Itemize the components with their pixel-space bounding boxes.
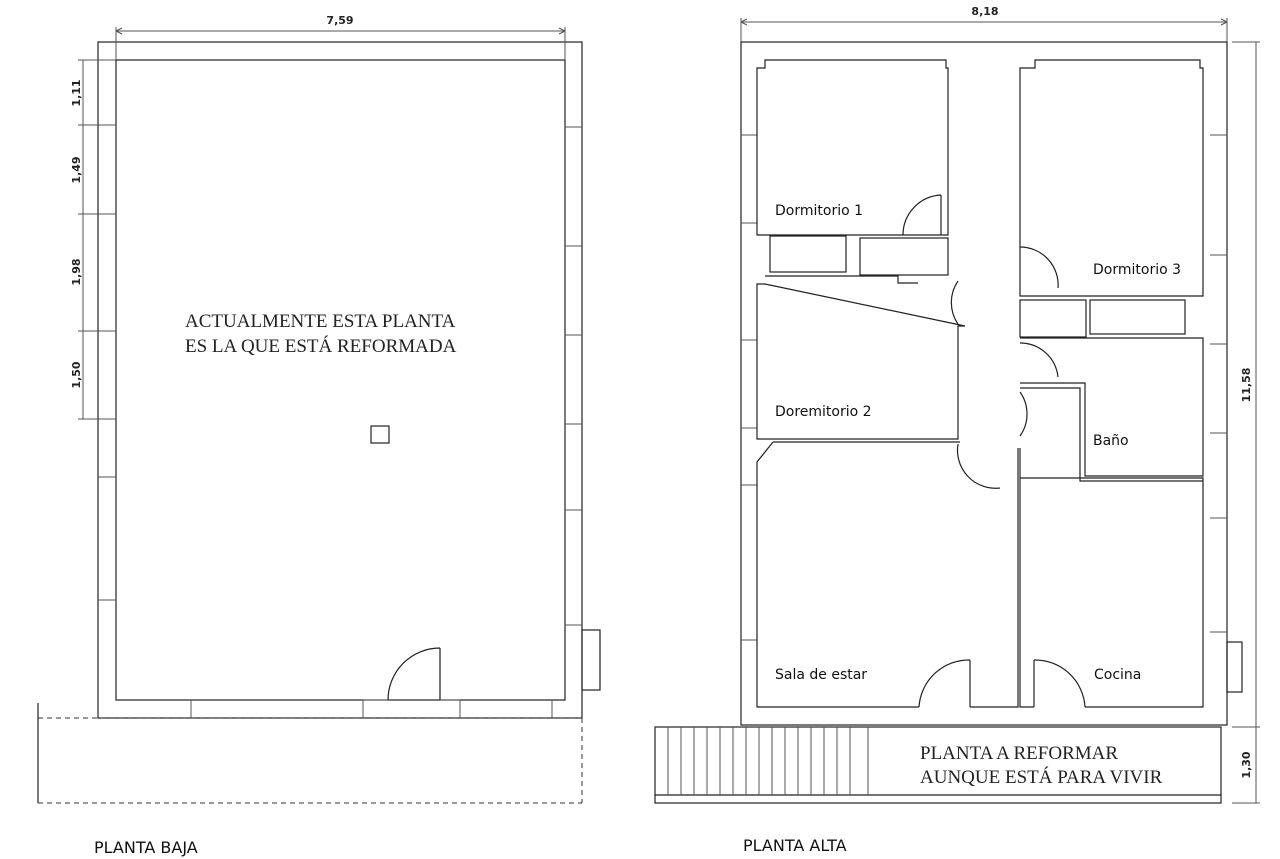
room-label-bano: Baño	[1093, 433, 1129, 449]
planta-baja-title: PLANTA BAJA	[94, 838, 198, 857]
planta-baja-plan: 7,59 1,11 1,49 1,98 1,50 ACTUALMENTE EST…	[37, 14, 601, 804]
room-label-dormitorio-1: Dormitorio 1	[775, 203, 863, 219]
dimension-3: 1,98	[70, 258, 83, 285]
column-square	[370, 425, 390, 444]
room-label-sala: Sala de estar	[775, 667, 867, 683]
note-line-2: ES LA QUE ESTÁ REFORMADA	[185, 335, 457, 357]
dimension-2: 1,49	[70, 156, 83, 183]
terrace-dimension: 1,30	[1240, 751, 1253, 778]
dimension-4: 1,50	[70, 361, 83, 388]
note-line-2: AUNQUE ESTÁ PARA VIVIR	[920, 766, 1163, 788]
note-line-1: PLANTA A REFORMAR	[920, 743, 1118, 764]
planta-alta-plan: 8,18 11,58 1,30 Dormitorio 1 Dormitorio …	[654, 5, 1260, 804]
entrance-door	[387, 647, 441, 701]
height-dimension: 11,58	[1240, 368, 1253, 403]
room-label-cocina: Cocina	[1094, 667, 1141, 683]
width-dimension: 7,59	[326, 14, 353, 27]
stairs	[667, 727, 869, 795]
room-label-dormitorio-2: Doremitorio 2	[775, 404, 872, 420]
width-dimension: 8,18	[971, 5, 998, 18]
dimension-1: 1,11	[70, 79, 83, 106]
planta-alta-title: PLANTA ALTA	[743, 836, 847, 855]
room-label-dormitorio-3: Dormitorio 3	[1093, 262, 1181, 278]
note-line-1: ACTUALMENTE ESTA PLANTA	[185, 311, 456, 332]
